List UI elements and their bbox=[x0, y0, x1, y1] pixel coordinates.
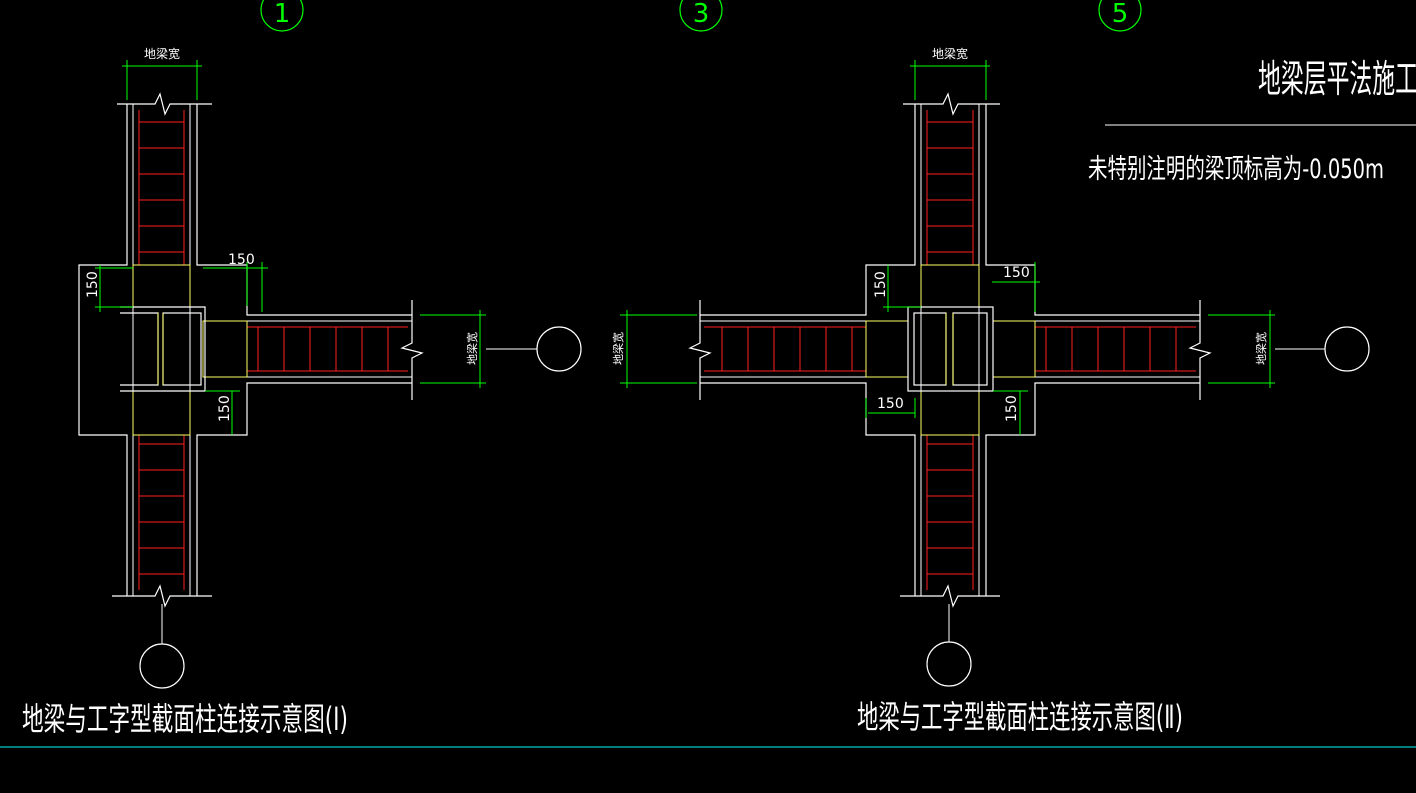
elevation-note: 未特别注明的梁顶标高为-0.050m bbox=[1088, 154, 1384, 185]
detail-1-dim-150-bottom: 150 bbox=[217, 395, 233, 422]
detail-1-rebar-right bbox=[247, 326, 408, 372]
detail-2-column-outline bbox=[700, 104, 1200, 596]
detail-2-dim-150-top: 150 bbox=[1003, 265, 1030, 281]
drawing-title: 地梁层平法施工 bbox=[1258, 57, 1416, 101]
detail-1-grid-bubble-right bbox=[536, 326, 582, 372]
grid-bubble-3: 3 bbox=[679, 0, 723, 32]
grid-bubble-3-label: 3 bbox=[693, 0, 710, 29]
detail-1-break-right bbox=[400, 300, 424, 400]
detail-2-dim-150-bottom-right: 150 bbox=[1004, 395, 1020, 422]
detail-2-dim-150-left: 150 bbox=[873, 271, 889, 298]
grid-bubble-5: 5 bbox=[1098, 0, 1142, 32]
detail-1-caption: 地梁与工字型截面柱连接示意图(Ⅰ) bbox=[22, 700, 348, 738]
detail-1-grid-bubble-bottom bbox=[139, 643, 185, 689]
detail-2-rebar-bottom bbox=[926, 435, 974, 590]
grid-bubble-1-label: 1 bbox=[274, 0, 291, 29]
detail-2-caption: 地梁与工字型截面柱连接示意图(Ⅱ) bbox=[857, 698, 1183, 736]
detail-2-break-bottom bbox=[900, 584, 1000, 608]
detail-2-dim-beam-width-left: 地梁宽 bbox=[611, 332, 625, 365]
detail-2-grid-bubble-bottom bbox=[926, 641, 972, 687]
detail-2-grid-bubble-right bbox=[1324, 326, 1370, 372]
detail-2-break-left bbox=[688, 300, 712, 400]
detail-1-dim-150-top: 150 bbox=[228, 252, 255, 268]
detail-1-dim-beam-width-top: 地梁宽 bbox=[144, 46, 180, 61]
detail-1-rebar-top bbox=[138, 110, 185, 265]
detail-2-dim-150-bottom-left: 150 bbox=[877, 396, 904, 412]
detail-1-steel-column bbox=[120, 264, 248, 436]
detail-1-dim-beam-width-right: 地梁宽 bbox=[465, 332, 479, 365]
detail-2-break-right bbox=[1188, 300, 1212, 400]
detail-1-dimensions bbox=[95, 60, 486, 435]
detail-2-rebar-top bbox=[926, 110, 974, 265]
detail-2-break-top bbox=[903, 92, 1000, 116]
detail-2-rebar-right bbox=[1035, 326, 1196, 372]
detail-1-rebar-bottom bbox=[138, 435, 185, 590]
detail-2: 地梁宽 150 150 150 150 地梁宽 地梁宽 地梁与工字型截面柱连接示… bbox=[611, 46, 1370, 736]
detail-2-steel-column bbox=[865, 264, 1036, 436]
grid-bubble-1: 1 bbox=[260, 0, 304, 32]
detail-2-rebar-left bbox=[704, 326, 866, 372]
detail-2-dim-beam-width-right: 地梁宽 bbox=[1254, 332, 1268, 365]
detail-1-break-top bbox=[117, 92, 212, 116]
detail-1: 地梁宽 150 150 150 地梁宽 地梁与工字型截面柱连接示意图(Ⅰ) bbox=[22, 46, 582, 738]
grid-bubble-5-label: 5 bbox=[1112, 0, 1129, 29]
detail-2-dim-beam-width-top: 地梁宽 bbox=[932, 46, 968, 61]
detail-1-break-bottom bbox=[112, 584, 212, 608]
detail-1-dim-150-left: 150 bbox=[85, 271, 101, 298]
detail-2-dimensions bbox=[620, 60, 1275, 435]
